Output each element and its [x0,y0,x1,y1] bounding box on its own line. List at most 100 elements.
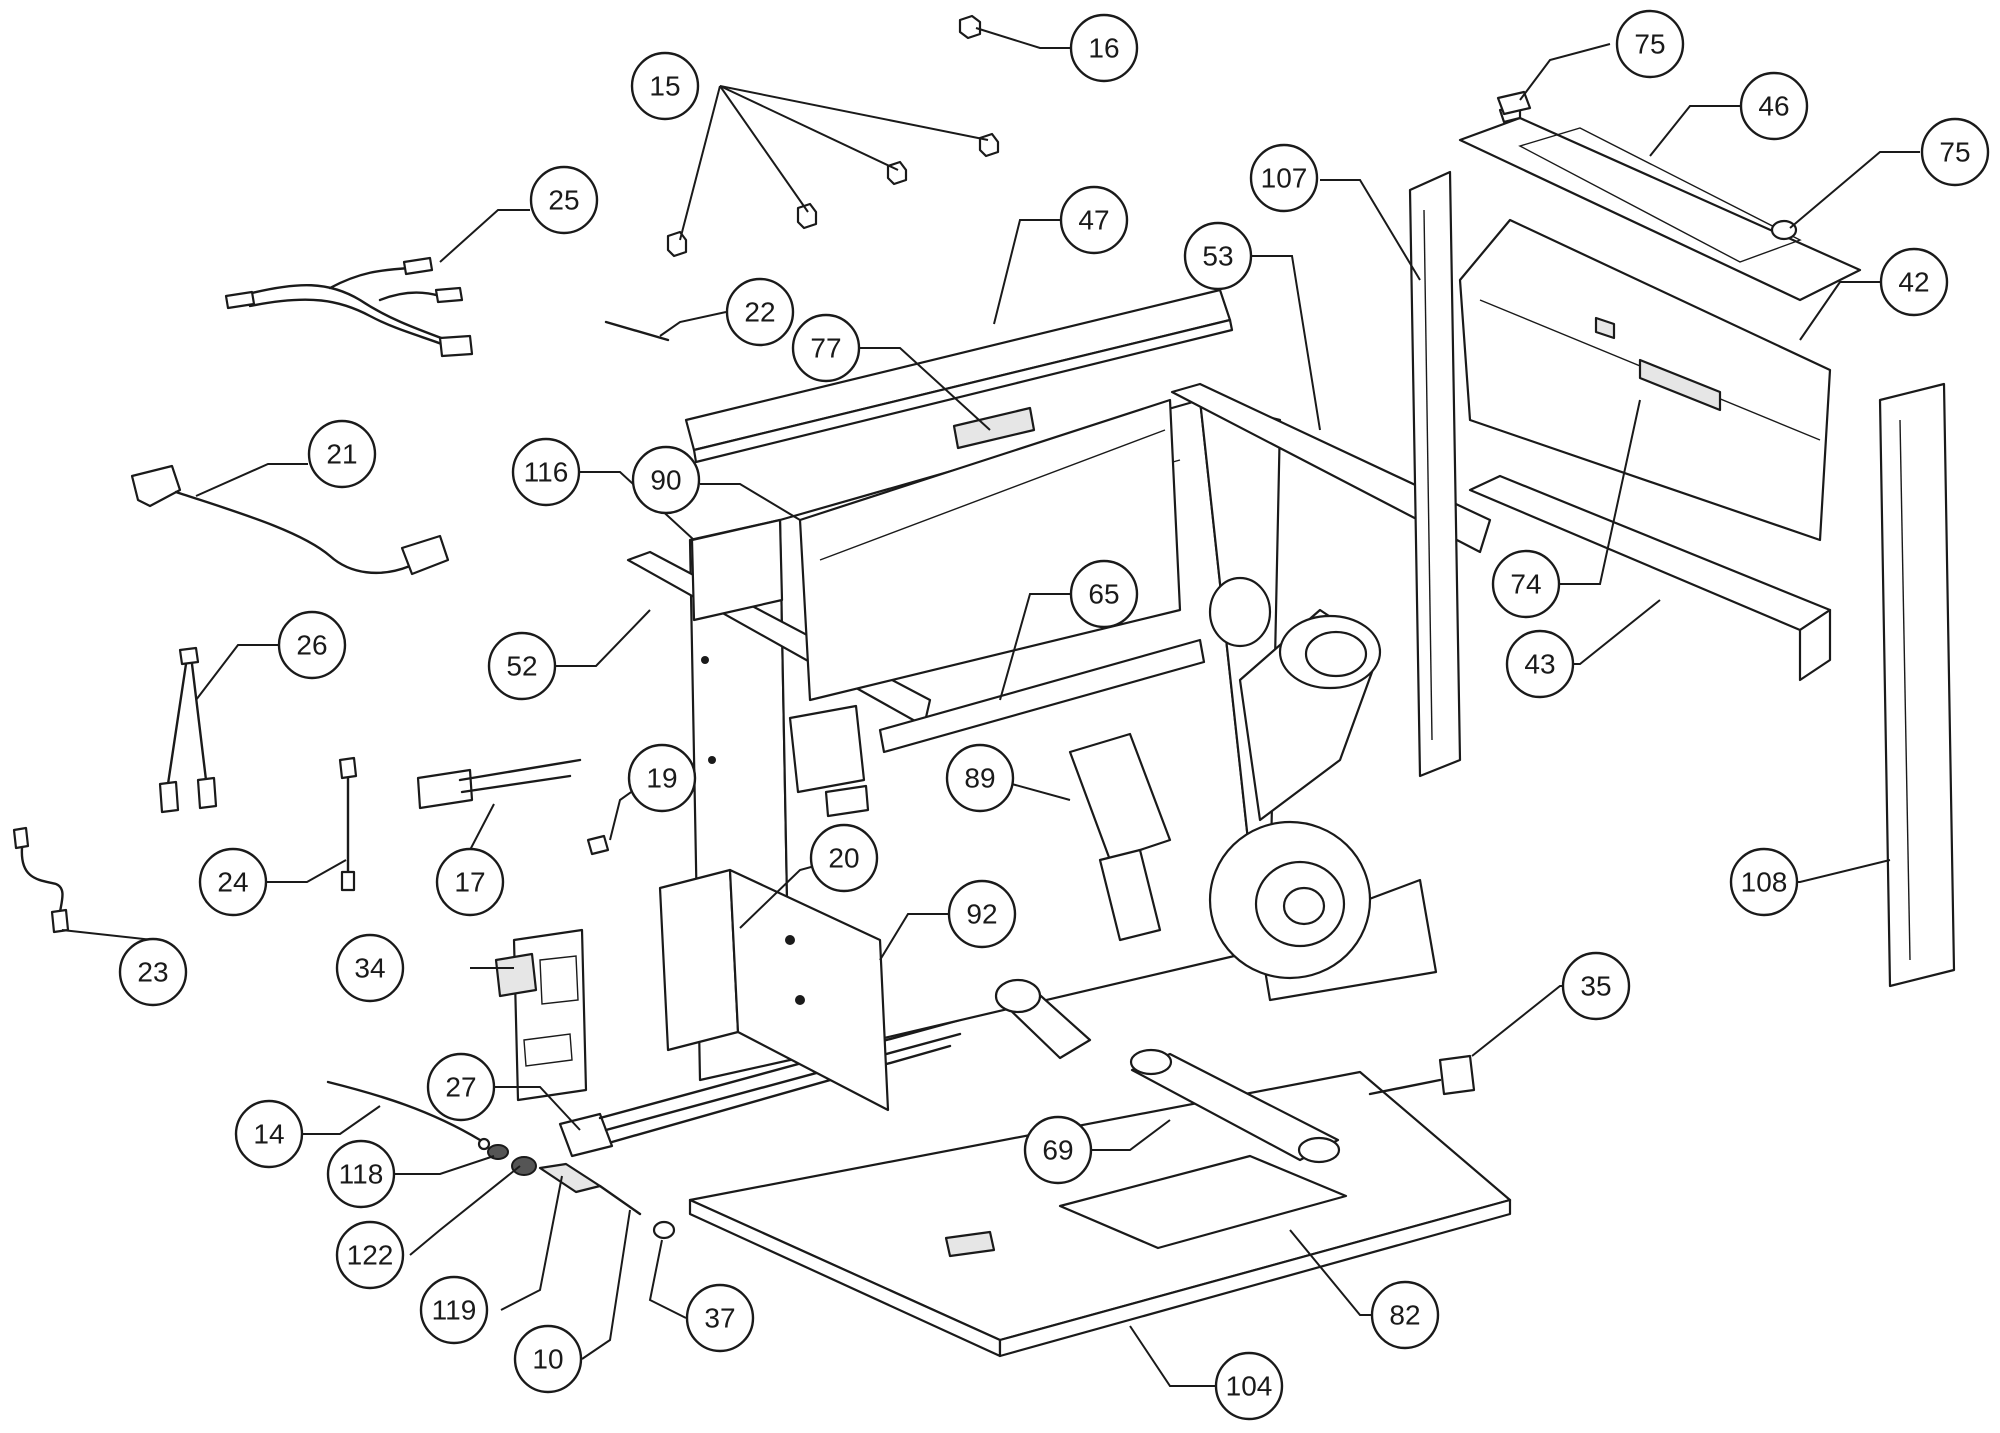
callout-104: 104 [1214,1351,1284,1421]
svg-text:42: 42 [1898,267,1929,298]
callout-34: 34 [335,933,405,1003]
part-control-board-34 [494,928,588,1102]
part-bracket-77 [952,406,1036,450]
part-rod-22 [604,320,670,342]
part-fitting-122 [511,1156,537,1176]
part-bar-65 [878,638,1206,754]
callout-92: 92 [947,879,1017,949]
svg-text:107: 107 [1261,163,1308,194]
svg-text:25: 25 [548,185,579,216]
svg-text:75: 75 [1634,29,1665,60]
callout-52: 52 [487,631,557,701]
part-clip-19 [586,834,610,856]
callout-37: 37 [685,1283,755,1353]
svg-text:46: 46 [1758,91,1789,122]
callout-35: 35 [1561,951,1631,1021]
part-spring-119 [538,1162,602,1194]
svg-text:69: 69 [1042,1135,1073,1166]
part-clips-15 [666,132,1000,258]
part-rail-53 [1170,382,1492,554]
svg-text:15: 15 [649,71,680,102]
callout-17: 17 [435,847,505,917]
svg-text:16: 16 [1088,33,1119,64]
callout-43: 43 [1505,629,1575,699]
part-gas-valve-20 [788,704,870,818]
part-knob-75a [1496,90,1532,116]
part-cable-23 [12,826,70,934]
svg-text:53: 53 [1202,241,1233,272]
callout-14: 14 [234,1099,304,1169]
svg-text:43: 43 [1524,649,1555,680]
part-control-box-42 [1458,218,1832,542]
callout-82: 82 [1370,1280,1440,1350]
callout-74: 74 [1491,549,1561,619]
svg-text:19: 19 [646,763,677,794]
svg-text:74: 74 [1510,569,1541,600]
part-cylinder-69 [1129,1048,1341,1164]
svg-text:26: 26 [296,630,327,661]
part-motor [994,978,1092,1060]
callout-25: 25 [529,165,599,235]
callout-69: 69 [1023,1115,1093,1185]
part-shaft-10 [598,1184,642,1216]
svg-text:52: 52 [506,651,537,682]
callout-24: 24 [198,847,268,917]
part-hood-90 [798,398,1182,702]
part-bushing-37 [652,1220,676,1240]
svg-text:89: 89 [964,763,995,794]
part-bracket-116 [690,518,784,622]
callout-47: 47 [1059,185,1129,255]
callout-119: 119 [419,1275,489,1345]
svg-text:122: 122 [347,1240,394,1271]
svg-text:37: 37 [704,1303,735,1334]
part-bracket-92 [658,868,890,1112]
part-burner-27 [558,1018,962,1158]
part-wire-harness-25 [224,256,474,358]
part-power-cord-21 [130,464,450,576]
svg-text:20: 20 [828,843,859,874]
callout-10: 10 [513,1324,583,1394]
svg-text:22: 22 [744,297,775,328]
callout-53: 53 [1183,221,1253,291]
callout-46: 46 [1739,71,1809,141]
callout-118: 118 [326,1139,396,1209]
callout-20: 20 [809,823,879,893]
svg-text:17: 17 [454,867,485,898]
svg-text:118: 118 [339,1159,384,1190]
callout-90: 90 [631,445,701,515]
part-blower [1208,576,1382,980]
callout-89: 89 [945,743,1015,813]
part-rail-108 [1878,382,1956,988]
part-bracket-43 [1468,474,1832,682]
svg-text:92: 92 [966,899,997,930]
svg-text:23: 23 [137,957,168,988]
part-sensor-24 [338,756,358,892]
callout-19: 19 [627,743,697,813]
svg-text:119: 119 [432,1295,477,1326]
callout-116: 116 [511,437,581,507]
callout-107: 107 [1249,143,1319,213]
svg-text:47: 47 [1078,205,1109,236]
callout-15: 15 [630,51,700,121]
svg-text:75: 75 [1939,137,1970,168]
svg-text:27: 27 [445,1072,476,1103]
svg-text:10: 10 [532,1344,563,1375]
callout-75: 75 [1920,117,1990,187]
callout-108: 108 [1729,847,1799,917]
svg-text:82: 82 [1389,1300,1420,1331]
svg-text:34: 34 [354,953,385,984]
part-probe-17 [416,758,582,810]
part-knob-75b [1770,219,1798,241]
callout-42: 42 [1879,247,1949,317]
part-top-cover-47 [684,288,1234,464]
svg-text:24: 24 [217,867,248,898]
part-top-plate-46 [1458,106,1862,302]
svg-text:21: 21 [326,439,357,470]
svg-text:116: 116 [524,457,569,488]
part-rod-14 [326,1080,491,1151]
callout-65: 65 [1069,559,1139,629]
part-plate-82 [1058,1154,1348,1250]
callout-27: 27 [426,1052,496,1122]
callout-26: 26 [277,610,347,680]
callout-21: 21 [307,419,377,489]
